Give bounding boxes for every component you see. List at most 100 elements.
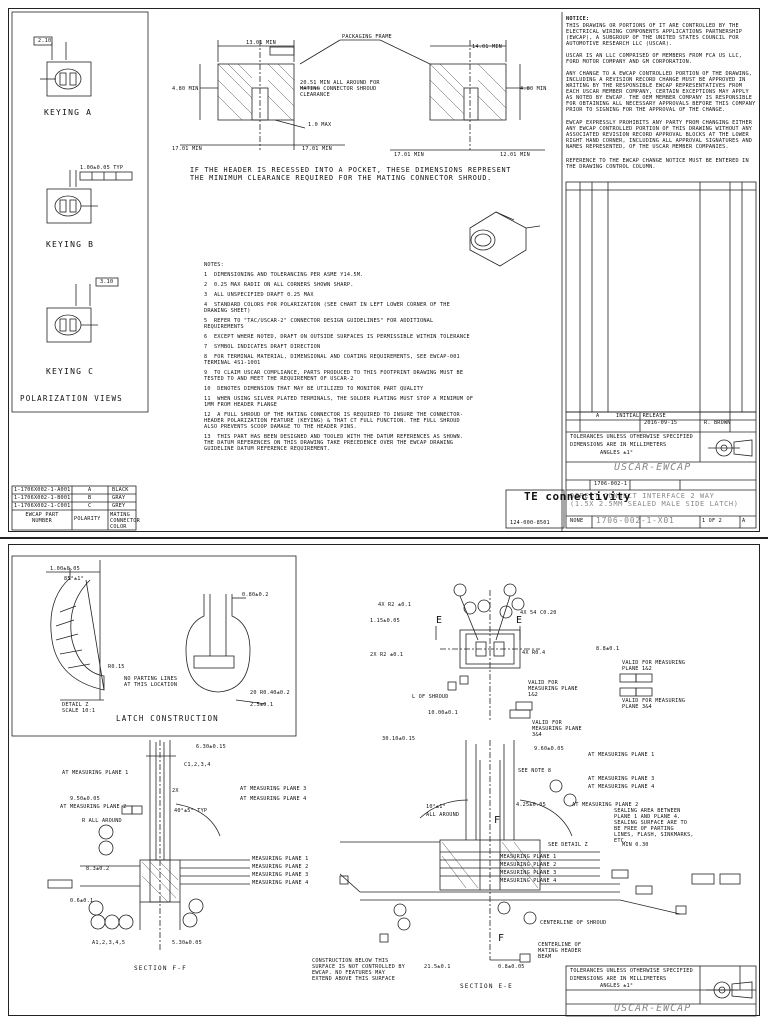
- title-block-1: [565, 411, 757, 529]
- recess-note: IF THE HEADER IS RECESSED INTO A POCKET,…: [190, 166, 512, 182]
- top-label-3: 8.8±0.1: [596, 646, 620, 652]
- color-row-3-polarity: C: [88, 503, 92, 509]
- color-row-1-part: 1-1706X002-1-A001: [14, 487, 71, 493]
- latch-construction-panel: [11, 555, 297, 737]
- notice-para-1: THIS DRAWING OR PORTIONS OF IT ARE CONTR…: [566, 23, 746, 47]
- latch-dim-7: 2.5±0.1: [250, 702, 274, 708]
- color-head-part: EWCAP PART NUMBER: [25, 512, 62, 524]
- note-1: 1 DIMENSIONING AND TOLERANCING PER ASME …: [204, 272, 364, 278]
- section-mark-e-right: E: [516, 615, 524, 626]
- packaging-frame-label: PACKAGING FRAME: [342, 34, 392, 40]
- ff-label-7: AT MEASURING PLANE 4: [240, 796, 307, 802]
- sheet-separator: [0, 537, 768, 539]
- ee-label-13: MEASURING PLANE 2: [500, 862, 557, 868]
- ff-label-18: 5.30±0.05: [172, 940, 202, 946]
- ee-label-1: 30.10±0.15: [382, 736, 416, 742]
- tb1-dwg-no: 1706-002-1-X01: [596, 516, 675, 525]
- latch-dim-5: R0.15: [108, 664, 125, 670]
- keying-b-label: KEYING B: [46, 240, 95, 249]
- note-12: 12 A FULL SHROUD OF THE MATING CONNECTOR…: [204, 412, 464, 430]
- top-label-11: L OF SHROUD: [412, 694, 449, 700]
- section-mark-e-left: E: [436, 615, 444, 626]
- header-top-view: [435, 583, 653, 720]
- section-ff-view: [47, 740, 250, 950]
- color-row-2-polarity: B: [88, 495, 92, 501]
- note-7: 7 SYMBOL INDICATES DRAFT DIRECTION: [204, 344, 321, 350]
- ee-label-7: 4.25±0.05: [516, 802, 546, 808]
- dim-min-c: 17.01 MIN: [394, 152, 424, 158]
- ee-label-3: AT MEASURING PLANE 1: [588, 752, 655, 758]
- polarization-panel: [11, 11, 149, 413]
- notice-para-3: ANY CHANGE TO A EWCAP CONTROLLED PORTION…: [566, 71, 756, 113]
- top-label-4: 4X R0.4: [522, 650, 546, 656]
- color-row-1-color: BLACK: [112, 487, 129, 493]
- tb2-tolerance-hdr: TOLERANCES UNLESS OTHERWISE SPECIFIED: [570, 968, 693, 974]
- dim-around-note: 20.51 MIN ALL AROUND FOR MATING CONNECTO…: [300, 80, 380, 98]
- ff-label-10: MEASURING PLANE 2: [252, 864, 309, 870]
- note-2: 2 0.25 MAX RADII ON ALL CORNERS SHOWN SH…: [204, 282, 354, 288]
- dim-max: 1.0 MAX: [308, 122, 332, 128]
- drawing-sheet-2: [8, 544, 760, 1016]
- ee-label-20: 21.5±0.1: [424, 964, 451, 970]
- keying-c-label: KEYING C: [46, 367, 95, 376]
- drawing-sheet-1: [8, 8, 760, 532]
- ee-label-14: MEASURING PLANE 3: [500, 870, 557, 876]
- keying-a-view: [33, 36, 92, 97]
- ee-label-11: MIN 0.30: [622, 842, 649, 848]
- note-8: 8 FOR TERMINAL MATERIAL, DIMENSIONAL AND…: [204, 354, 464, 366]
- color-head-polarity: POLARITY: [74, 516, 101, 522]
- note-4: 4 STANDARD COLORS FOR POLARIZATION (SEE …: [204, 302, 454, 314]
- keying-c-view: [46, 277, 119, 343]
- top-label-8: VALID FOR MEASURING PLANE 3&4: [622, 698, 689, 710]
- tb1-title: DIRECT CONNECT INTERFACE 2 WAY (1.5X 2.5…: [570, 492, 739, 508]
- tb1-ltr: A: [596, 413, 600, 419]
- ff-label-1: 6.30±0.15: [196, 744, 226, 750]
- section-ff-title: SECTION F-F: [134, 965, 187, 972]
- notice-title: NOTICE:: [566, 16, 590, 22]
- dim-right-v: 4.80 MIN: [520, 86, 547, 92]
- connector-iso-illustration: [469, 211, 541, 267]
- ff-label-16: 40°±5° TYP: [174, 808, 208, 814]
- dim-min-d: 12.01 MIN: [500, 152, 530, 158]
- ee-label-4: SEE NOTE 8: [518, 768, 552, 774]
- note-13: 13 THIS PART HAS BEEN DESIGNED AND TOOLE…: [204, 434, 467, 452]
- ff-label-5: AT MEASURING PLANE 2: [60, 804, 127, 810]
- notes-title: NOTES:: [204, 262, 224, 268]
- ee-label-12: MEASURING PLANE 1: [500, 854, 557, 860]
- top-label-5: 2X R2 ±0.1: [370, 652, 404, 658]
- ee-label-21: ALL AROUND: [426, 812, 460, 818]
- latch-construction-title: LATCH CONSTRUCTION: [116, 714, 219, 723]
- top-label-10: VALID FOR MEASURING PLANE 3&4: [532, 720, 586, 738]
- ff-label-8: R ALL AROUND: [82, 818, 122, 824]
- polarization-title: POLARIZATION VIEWS: [20, 394, 123, 403]
- keying-a-dim: 2.10: [38, 38, 52, 44]
- keying-a-label: KEYING A: [44, 108, 93, 117]
- detail-z-sketch: [46, 560, 105, 701]
- keying-c-dim: 3.10: [100, 279, 114, 285]
- notice-para-5: REFERENCE TO THE EWCAP CHANGE NOTICE MUS…: [566, 158, 753, 170]
- ee-label-19: 0.8±0.05: [498, 964, 525, 970]
- tb1-sheet: 1 OF 2: [702, 518, 722, 524]
- ff-label-9: MEASURING PLANE 1: [252, 856, 309, 862]
- tb1-rev: A: [742, 518, 746, 524]
- tb1-tolerance-hdr: TOLERANCES UNLESS OTHERWISE SPECIFIED: [570, 434, 693, 440]
- tb1-doc-ref: 124-000-8501: [510, 520, 550, 526]
- latch-dim-1: 1.00±0.05: [50, 566, 80, 572]
- note-10: 10 DENOTES DIMENSION THAT MAY BE UTILIZE…: [204, 386, 424, 392]
- ff-label-11: MEASURING PLANE 3: [252, 872, 309, 878]
- ff-label-14: 9.50±0.05: [70, 796, 100, 802]
- header-section-left: [180, 40, 345, 150]
- dim-min-a: 17.01 MIN: [172, 146, 202, 152]
- latch-profile: [185, 594, 267, 705]
- color-row-2-part: 1-1706X002-1-B001: [14, 495, 71, 501]
- ff-label-13: 8.3±0.2: [86, 866, 110, 872]
- color-row-2-color: GRAY: [112, 495, 126, 501]
- tb1-uscar: USCAR-EWCAP: [614, 462, 692, 473]
- tb1-dim-units: DIMENSIONS ARE IN MILLIMETERS: [570, 442, 667, 448]
- note-3: 3 ALL UNSPECIFIED DRAFT 0.25 MAX: [204, 292, 314, 298]
- latch-dim-2: 85°±1°: [64, 576, 84, 582]
- tb1-scale: NONE: [570, 518, 584, 524]
- notice-para-4: EWCAP EXPRESSLY PROHIBITS ANY PARTY FROM…: [566, 120, 756, 150]
- header-section-right: [299, 39, 545, 151]
